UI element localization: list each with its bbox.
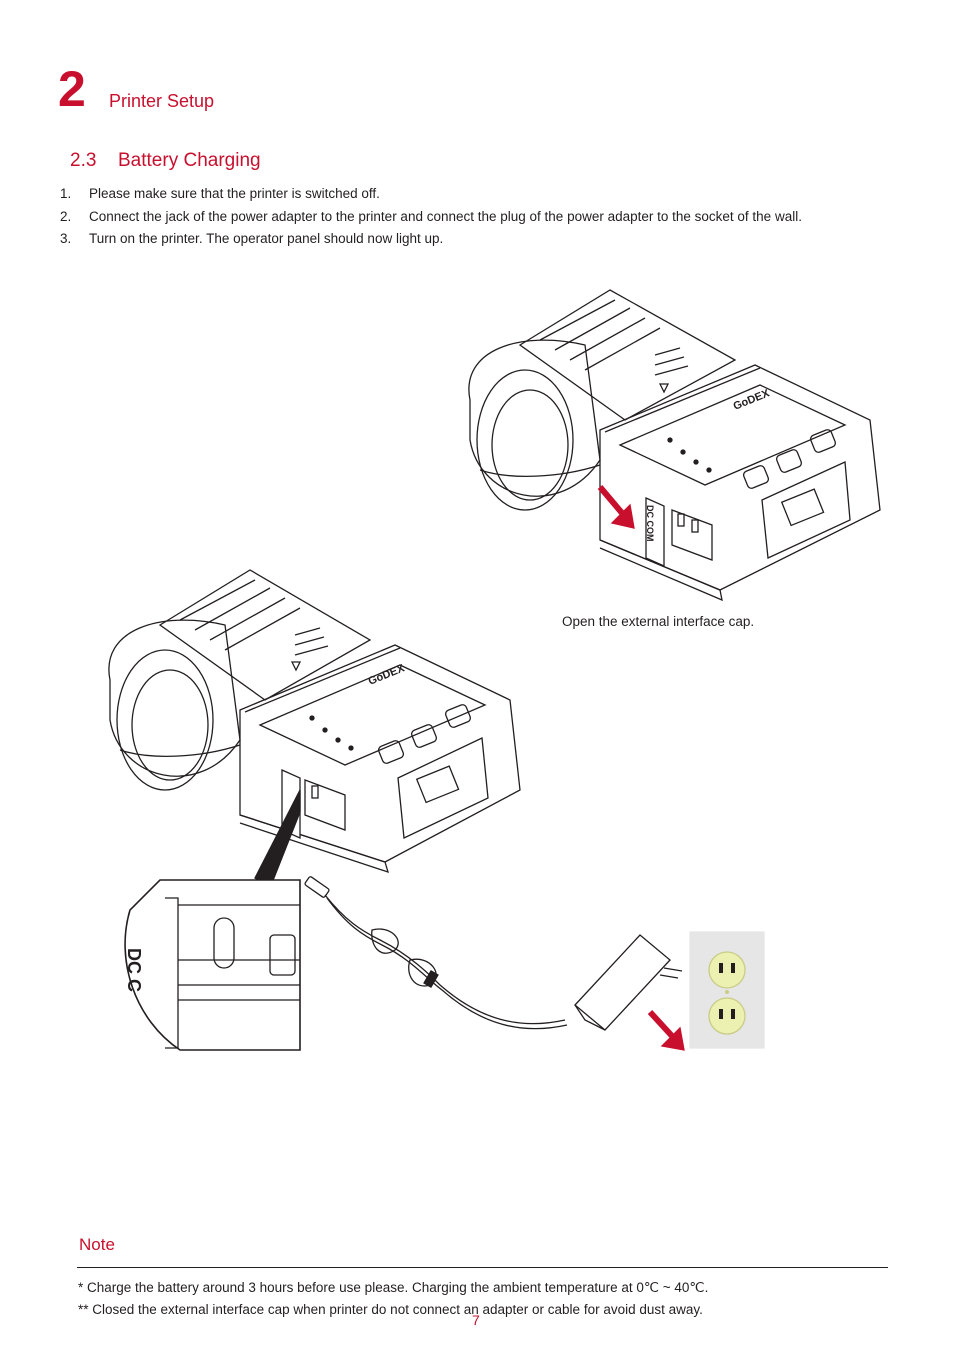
chapter-number: 2 bbox=[58, 61, 86, 117]
zoom-detail bbox=[124, 789, 301, 1051]
list-item: 3. Turn on the printer. The operator pane… bbox=[60, 228, 890, 251]
list-item: 1. Please make sure that the printer is s… bbox=[60, 183, 890, 206]
step-number: 3. bbox=[60, 231, 72, 246]
note-line: ** Closed the external interface cap whe… bbox=[78, 1302, 703, 1317]
brand-logo-bottom: GoDEX bbox=[367, 662, 407, 688]
port-label-top: DC COM bbox=[645, 505, 655, 542]
note-divider bbox=[77, 1267, 888, 1268]
note-list: * Charge the battery around 3 hours befo… bbox=[78, 1277, 708, 1321]
list-item: 2. Connect the jack of the power adapter … bbox=[60, 206, 890, 229]
zoom-port-label: DC C bbox=[124, 948, 144, 992]
printer-bottom-view bbox=[108, 569, 521, 874]
section-title: 2.3 Battery Charging bbox=[70, 150, 261, 172]
arrow-icon bbox=[597, 485, 635, 529]
wall-outlet bbox=[689, 931, 765, 1049]
page-number: 7 bbox=[472, 1312, 480, 1328]
figure-caption: Open the external interface cap. bbox=[562, 614, 755, 629]
step-text: Connect the jack of the power adapter to… bbox=[89, 208, 802, 224]
step-number: 2. bbox=[60, 208, 72, 224]
arrow-icon bbox=[647, 1009, 685, 1051]
adapter-cable bbox=[304, 876, 683, 1031]
step-text: Turn on the printer. The operator panel … bbox=[89, 231, 444, 246]
chapter-title: Printer Setup bbox=[109, 91, 215, 111]
section-number: 2.3 bbox=[70, 150, 97, 171]
section-title-text: Battery Charging bbox=[118, 150, 261, 171]
step-text: Please make sure that the printer is swi… bbox=[89, 186, 380, 201]
step-list: 1. Please make sure that the printer is s… bbox=[60, 183, 890, 251]
brand-logo-top: GoDEX bbox=[732, 387, 772, 413]
note-line: * Charge the battery around 3 hours befo… bbox=[78, 1280, 709, 1295]
printer-top-view bbox=[468, 289, 881, 602]
note-title: Note bbox=[79, 1235, 115, 1254]
step-number: 1. bbox=[60, 186, 72, 201]
